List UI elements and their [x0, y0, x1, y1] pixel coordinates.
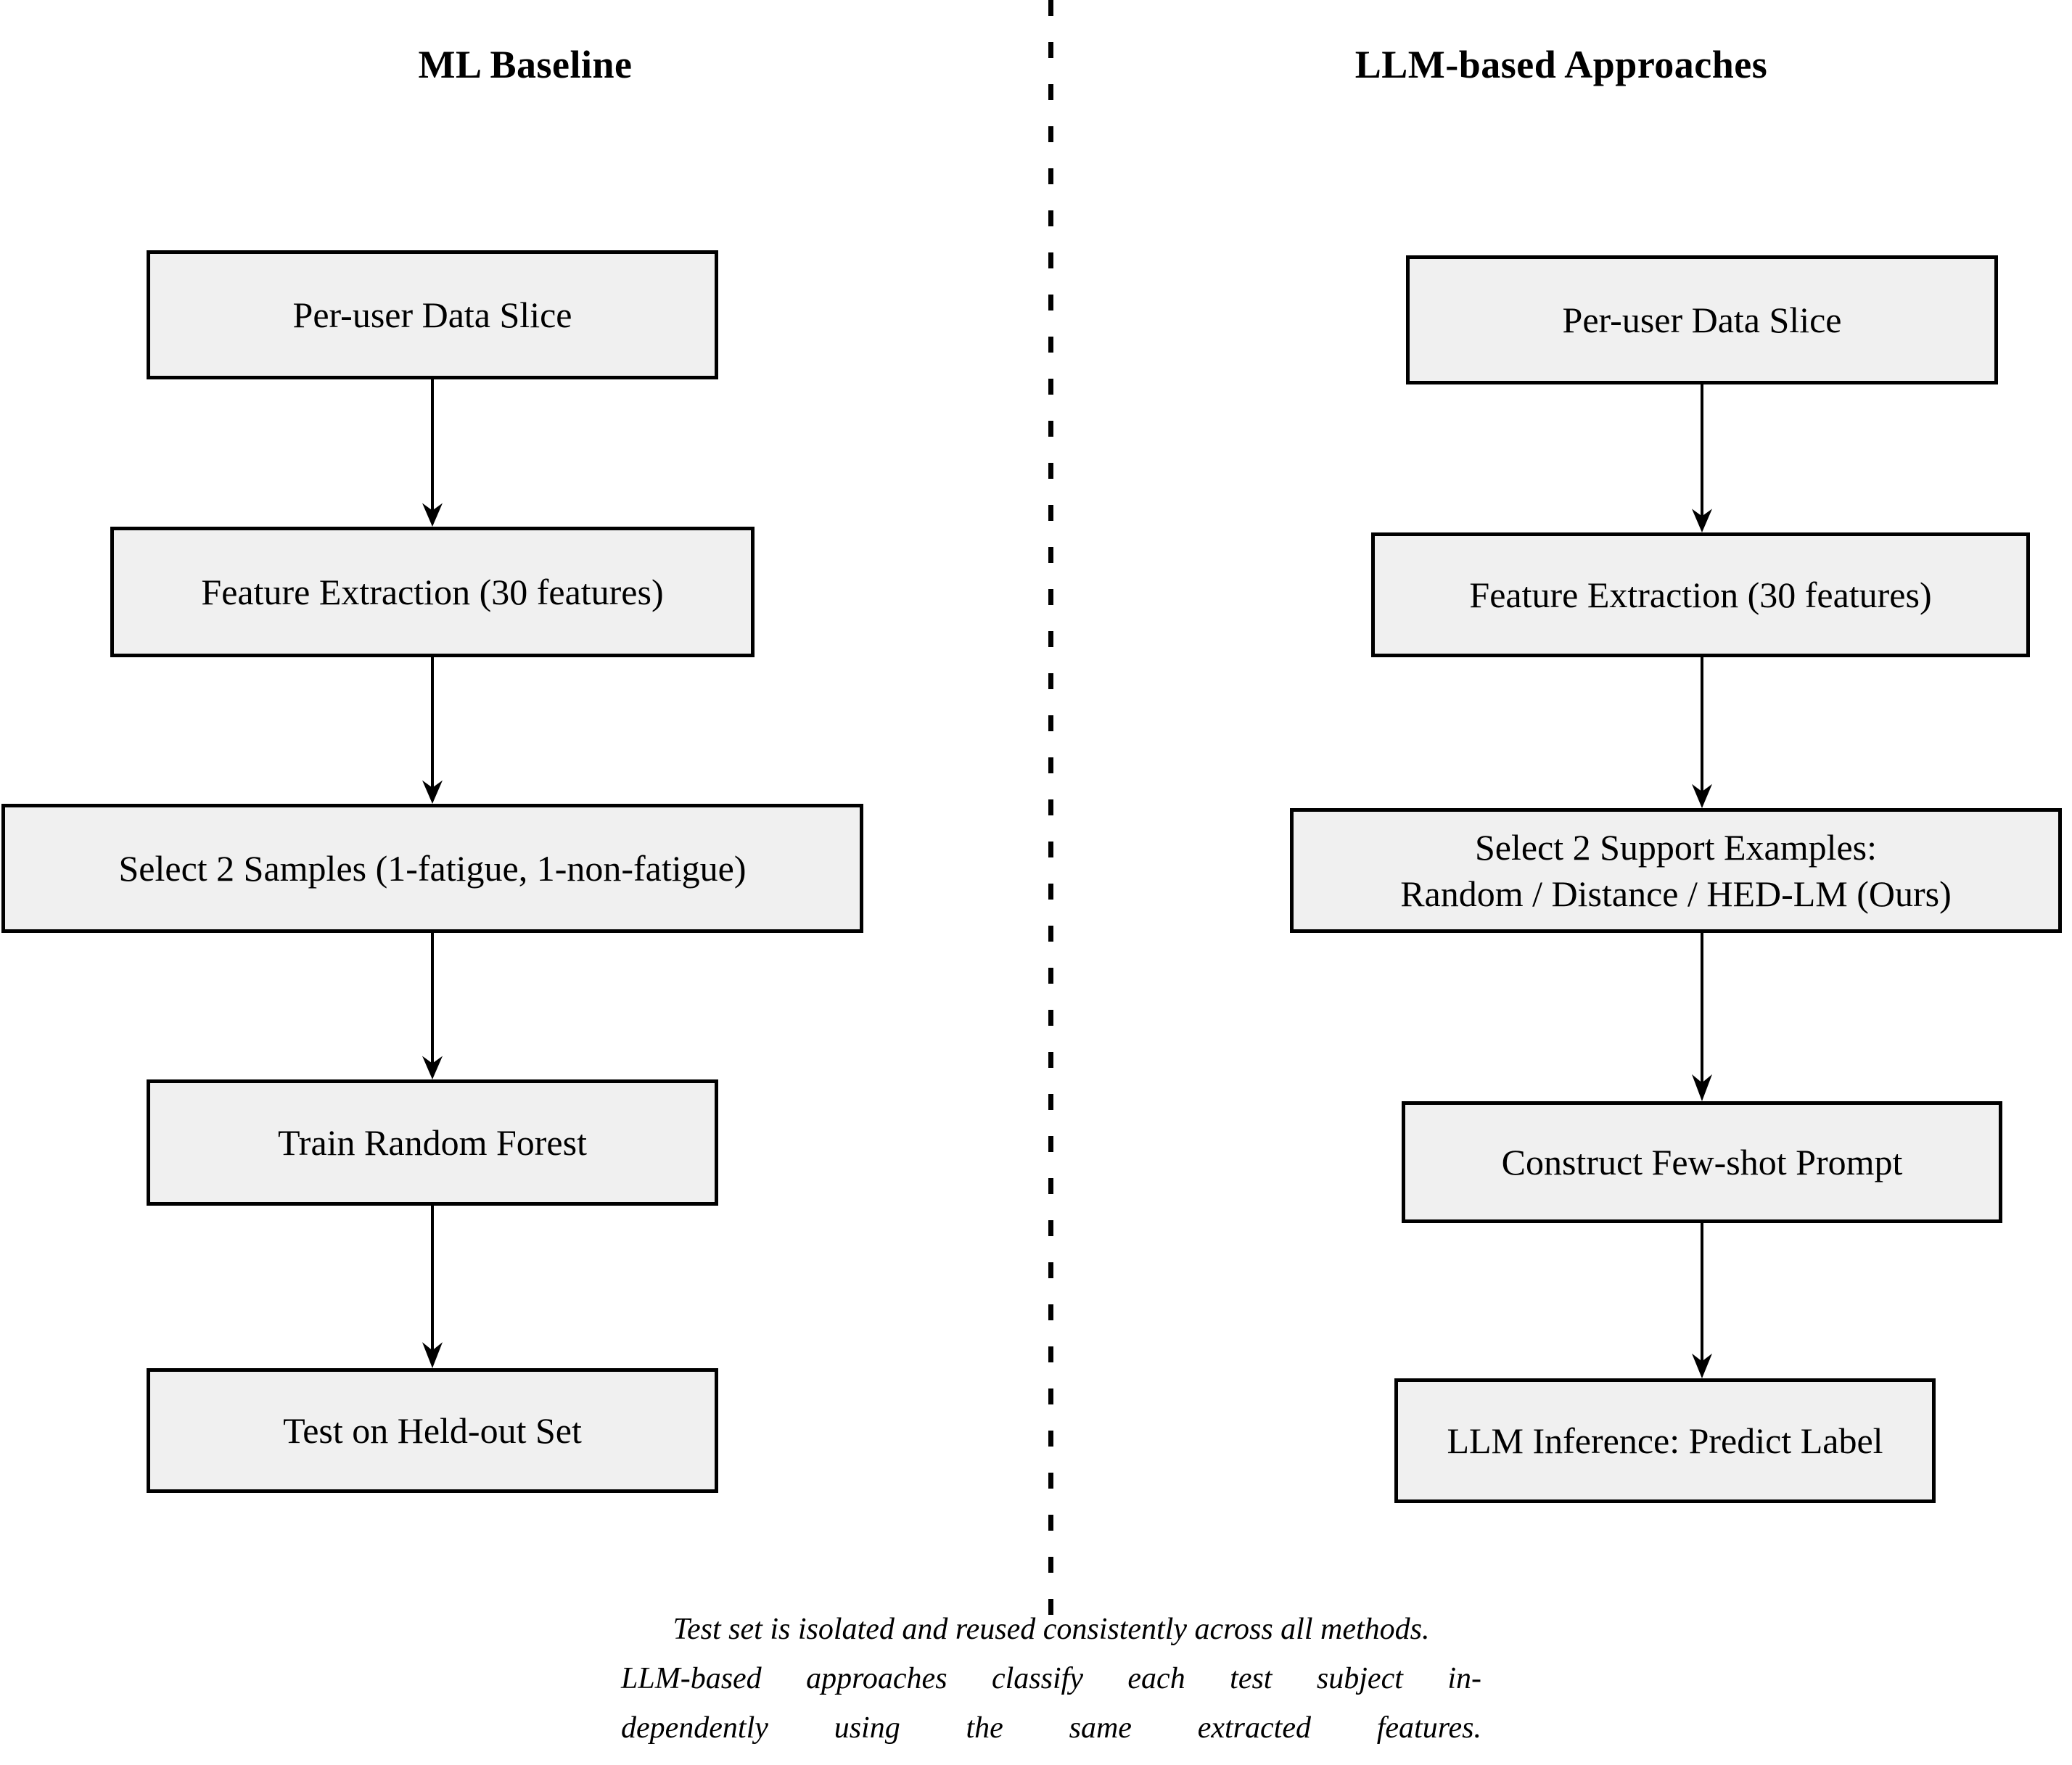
- node-right-support-line-1: Select 2 Support Examples:: [1474, 827, 1878, 868]
- caption-line-3: dependently using the same extracted fea…: [621, 1711, 1481, 1745]
- arrow-right-2: [1687, 657, 1717, 808]
- node-right-support-line-2: Random / Distance / HED-LM (Ours): [1400, 873, 1952, 914]
- node-right-llm-inference-predict-label: LLM Inference: Predict Label: [1394, 1378, 1936, 1503]
- caption-line-1: Test set is isolated and reused consiste…: [673, 1613, 1430, 1646]
- arrow-right-4: [1687, 1223, 1717, 1378]
- node-right-select-2-support-examples: Select 2 Support Examples: Random / Dist…: [1290, 808, 2062, 933]
- arrow-right-1: [1687, 384, 1717, 532]
- arrow-left-1: [418, 379, 447, 527]
- node-left-train-random-forest: Train Random Forest: [147, 1079, 718, 1206]
- arrow-left-3: [418, 933, 447, 1079]
- node-left-per-user-data-slice: Per-user Data Slice: [147, 250, 718, 379]
- arrow-left-2: [418, 657, 447, 804]
- caption-line-2: LLM-based approaches classify each test …: [621, 1662, 1481, 1696]
- arrow-right-3: [1687, 933, 1717, 1101]
- node-right-feature-extraction: Feature Extraction (30 features): [1371, 532, 2030, 657]
- vertical-dashed-divider: [1048, 0, 1053, 1632]
- column-title-ml-baseline: ML Baseline: [418, 43, 633, 86]
- node-right-per-user-data-slice: Per-user Data Slice: [1406, 255, 1998, 384]
- node-left-feature-extraction: Feature Extraction (30 features): [110, 527, 755, 657]
- node-right-construct-few-shot-prompt: Construct Few-shot Prompt: [1402, 1101, 2002, 1223]
- column-title-llm-approaches: LLM-based Approaches: [1354, 43, 1768, 86]
- node-left-test-on-held-out-set: Test on Held-out Set: [147, 1368, 718, 1493]
- arrow-left-4: [418, 1206, 447, 1368]
- figure-caption: Test set is isolated and reused consiste…: [621, 1605, 1481, 1753]
- node-left-select-2-samples: Select 2 Samples (1-fatigue, 1-non-fatig…: [1, 804, 863, 933]
